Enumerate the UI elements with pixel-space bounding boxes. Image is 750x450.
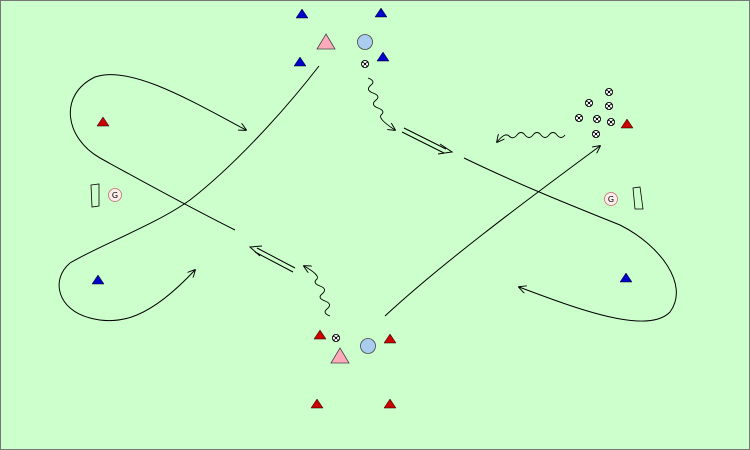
red-player-far-bottom-left [310,398,324,409]
soccer-ball-icon [592,114,602,124]
blue-player-top-right [374,7,388,18]
blue-player-right-wing [619,272,633,283]
soccer-ball-icon [584,98,594,108]
soccer-ball-icon [331,333,341,343]
coach-triangle-bottom [330,347,350,364]
red-player-bottom-right [383,333,397,344]
soccer-ball-icon [574,113,584,123]
pass-arrow-upper [401,127,454,155]
blue-player-left-wing [91,274,105,285]
blue-player-mid-left [293,56,307,67]
run-line-right-diagonal [384,146,600,317]
soccer-ball-icon [604,101,614,111]
red-player-left-wing [96,116,110,127]
blue-player-top-left [295,8,309,19]
coach-circle-top [357,34,373,50]
run-line-left-loop [58,65,320,322]
soccer-ball-icon [360,59,370,69]
coach-circle-bottom [360,338,376,354]
goalkeeper-left: G [108,188,122,202]
dribble-arrow-bottom [304,266,331,317]
soccer-ball-icon [591,129,601,139]
goalkeeper-left-label: G [112,191,118,200]
run-line-left-upper-loop [70,74,246,231]
mini-goal-right-icon [632,186,644,210]
pass-arrow-lower [248,245,296,273]
red-player-right-wing [620,118,634,129]
soccer-ball-icon [604,87,614,97]
red-player-bottom-left [313,329,327,340]
red-player-far-bottom-right [383,398,397,409]
goalkeeper-right-label: G [608,195,614,204]
run-line-right-loop [463,157,677,322]
goalkeeper-right: G [604,192,618,206]
mini-goal-left-icon [90,183,100,208]
blue-player-mid-right [376,51,390,62]
coach-triangle-top [316,33,336,50]
dribble-arrow-right [497,132,566,143]
soccer-ball-icon [606,117,616,127]
dribble-arrow-top [367,77,395,130]
